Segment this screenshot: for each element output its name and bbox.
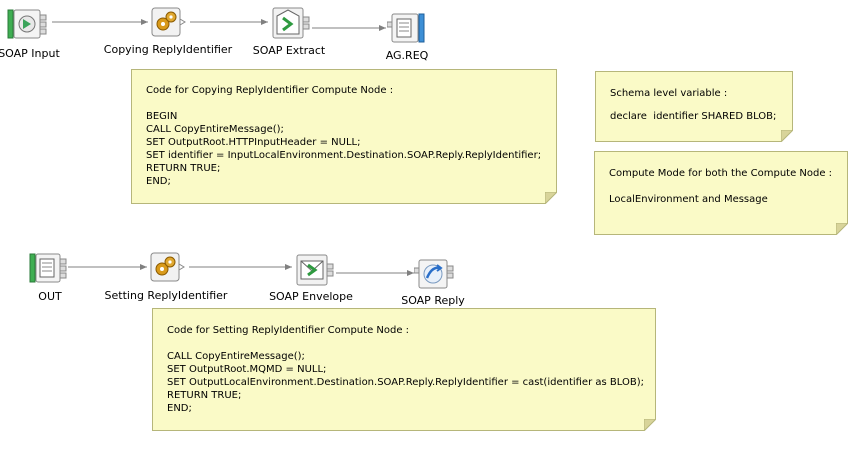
note-setting-replyidentifier-code[interactable]: Code for Setting ReplyIdentifier Compute… xyxy=(152,308,656,431)
node-out[interactable] xyxy=(28,252,72,286)
soap-input-icon xyxy=(7,9,47,39)
node-soap-reply[interactable] xyxy=(414,258,458,290)
node-copying-replyidentifier[interactable] xyxy=(148,6,190,38)
setting-replyidentifier-label: Setting ReplyIdentifier xyxy=(104,289,228,302)
soap-envelope-icon xyxy=(296,254,334,286)
note-title: Code for Setting ReplyIdentifier Compute… xyxy=(167,325,410,336)
copying-replyidentifier-label: Copying ReplyIdentifier xyxy=(103,43,233,56)
compute-gears-icon xyxy=(150,252,185,282)
soap-input-label: SOAP Input xyxy=(0,47,60,60)
note-title: Code for Copying ReplyIdentifier Compute… xyxy=(146,85,394,96)
soap-reply-label: SOAP Reply xyxy=(401,294,465,307)
code-line: RETURN TRUE; xyxy=(146,163,221,174)
out-label: OUT xyxy=(38,290,62,303)
code-line: SET OutputRoot.HTTPInputHeader = NULL; xyxy=(146,137,361,148)
node-soap-extract[interactable] xyxy=(269,6,315,40)
node-setting-replyidentifier[interactable] xyxy=(147,251,189,283)
note-fold-icon xyxy=(644,419,656,431)
soap-extract-icon xyxy=(272,7,310,39)
code-line: CALL CopyEntireMessage(); xyxy=(167,351,305,362)
code-line: LocalEnvironment and Message xyxy=(609,194,768,205)
note-copying-replyidentifier-code[interactable]: Code for Copying ReplyIdentifier Compute… xyxy=(131,69,557,204)
note-title: Schema level variable : xyxy=(610,88,728,99)
note-schema-variable[interactable]: Schema level variable : declare identifi… xyxy=(595,71,793,142)
note-fold-icon xyxy=(836,223,848,235)
soap-reply-icon xyxy=(414,259,454,289)
note-title: Compute Mode for both the Compute Node : xyxy=(609,168,833,179)
code-line: SET identifier = InputLocalEnvironment.D… xyxy=(146,150,542,161)
node-soap-envelope[interactable] xyxy=(293,253,339,287)
code-line: SET OutputLocalEnvironment.Destination.S… xyxy=(167,377,644,388)
code-line: SET OutputRoot.MQMD = NULL; xyxy=(167,364,327,375)
code-line: END; xyxy=(146,176,171,187)
mq-input-icon xyxy=(29,253,67,283)
note-fold-icon xyxy=(545,192,557,204)
node-soap-input[interactable] xyxy=(6,8,54,42)
code-line: BEGIN xyxy=(146,111,178,122)
note-compute-mode[interactable]: Compute Mode for both the Compute Node :… xyxy=(594,151,848,235)
code-line: CALL CopyEntireMessage(); xyxy=(146,124,284,135)
code-line: declare identifier SHARED BLOB; xyxy=(610,111,777,122)
soap-extract-label: SOAP Extract xyxy=(252,44,326,57)
compute-gears-icon xyxy=(151,7,186,37)
mq-output-icon xyxy=(387,13,425,43)
note-fold-icon xyxy=(781,130,793,142)
soap-envelope-label: SOAP Envelope xyxy=(269,290,353,303)
ag-req-label: AG.REQ xyxy=(385,49,429,62)
code-line: RETURN TRUE; xyxy=(167,390,242,401)
code-line: END; xyxy=(167,403,192,414)
node-ag-req[interactable] xyxy=(387,12,427,44)
